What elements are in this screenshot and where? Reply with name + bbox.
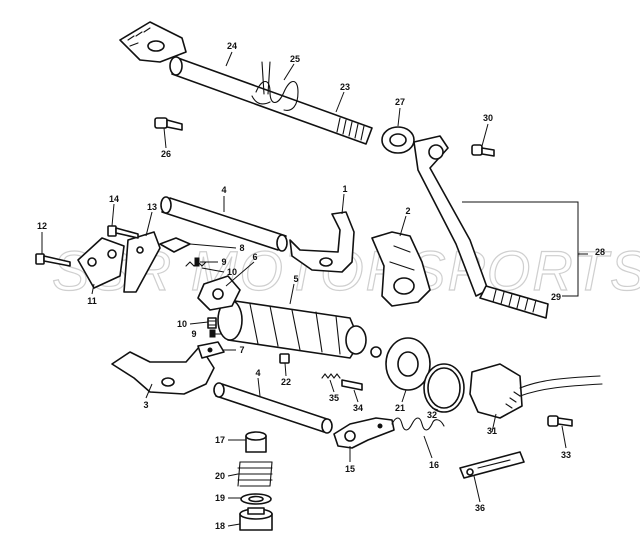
callout-4-upper: 4 xyxy=(221,185,226,195)
callout-36: 36 xyxy=(475,503,485,513)
callout-22: 22 xyxy=(281,377,291,387)
callout-3: 3 xyxy=(143,400,148,410)
o-ring-32 xyxy=(423,363,465,413)
plug-bolt-18 xyxy=(239,507,273,531)
callout-17: 17 xyxy=(215,435,225,445)
shift-fork-3 xyxy=(111,345,215,395)
callout-labels: 1 2 3 4 4 5 6 7 8 9 9 10 10 11 12 13 14 … xyxy=(37,41,605,531)
callout-18: 18 xyxy=(215,521,225,531)
bolt-12 xyxy=(35,253,71,267)
callout-10-lower: 10 xyxy=(177,319,187,329)
callout-34: 34 xyxy=(353,403,363,413)
fork-shaft-4-lower xyxy=(213,382,333,434)
callout-5: 5 xyxy=(293,274,298,284)
spring-16 xyxy=(391,417,445,431)
bolt-33 xyxy=(547,415,573,427)
pin-22 xyxy=(279,353,290,364)
callout-14: 14 xyxy=(109,194,119,204)
callout-33: 33 xyxy=(561,450,571,460)
leader-lines xyxy=(41,51,567,527)
callout-23: 23 xyxy=(340,82,350,92)
callout-2: 2 xyxy=(405,206,410,216)
gear-shift-lever-28 xyxy=(413,135,549,319)
callout-16: 16 xyxy=(429,460,439,470)
callout-21: 21 xyxy=(395,403,405,413)
callout-1: 1 xyxy=(342,184,347,194)
washer-21 xyxy=(385,337,431,391)
callout-4-lower: 4 xyxy=(255,368,260,378)
shift-arm-15 xyxy=(333,417,395,449)
callout-27: 27 xyxy=(395,97,405,107)
pin-34 xyxy=(341,379,363,391)
shift-drum-5 xyxy=(217,299,382,359)
bolt-14 xyxy=(107,225,139,239)
bracket-36 xyxy=(459,451,525,479)
callout-26: 26 xyxy=(161,149,171,159)
callout-8: 8 xyxy=(239,243,244,253)
callout-32: 32 xyxy=(427,410,437,420)
callout-28: 28 xyxy=(595,247,605,257)
spring-20 xyxy=(237,461,273,487)
callout-7: 7 xyxy=(239,345,244,355)
bolt-26 xyxy=(154,117,183,131)
callout-15: 15 xyxy=(345,464,355,474)
shift-fork-1 xyxy=(289,211,355,273)
callout-9-upper: 9 xyxy=(221,257,226,267)
cover-31 xyxy=(469,363,603,419)
callout-10-upper: 10 xyxy=(227,267,237,277)
bracket-13 xyxy=(123,231,161,293)
drum-cam-6 xyxy=(197,275,241,311)
oil-seal-27 xyxy=(381,126,415,154)
callout-29: 29 xyxy=(551,292,561,302)
callout-6: 6 xyxy=(252,252,257,262)
washer-19 xyxy=(240,493,272,505)
pin-10-lower xyxy=(207,317,217,329)
callout-11: 11 xyxy=(87,296,97,306)
stopper-7 xyxy=(197,341,225,359)
callout-31: 31 xyxy=(487,426,497,436)
callout-20: 20 xyxy=(215,471,225,481)
callout-9-lower: 9 xyxy=(191,329,196,339)
spring-35 xyxy=(321,373,341,379)
return-spring-25 xyxy=(251,61,299,111)
callout-25: 25 xyxy=(290,54,300,64)
bolt-30 xyxy=(471,144,495,157)
callout-19: 19 xyxy=(215,493,225,503)
bracket-28-29 xyxy=(462,201,579,297)
fork-shaft-4-upper xyxy=(160,196,288,252)
callout-35: 35 xyxy=(329,393,339,403)
callout-12: 12 xyxy=(37,221,47,231)
callout-30: 30 xyxy=(483,113,493,123)
callout-13: 13 xyxy=(147,202,157,212)
pin-9-upper xyxy=(194,257,200,267)
plug-17 xyxy=(245,431,267,453)
plate-11 xyxy=(77,237,125,289)
callout-24: 24 xyxy=(227,41,237,51)
